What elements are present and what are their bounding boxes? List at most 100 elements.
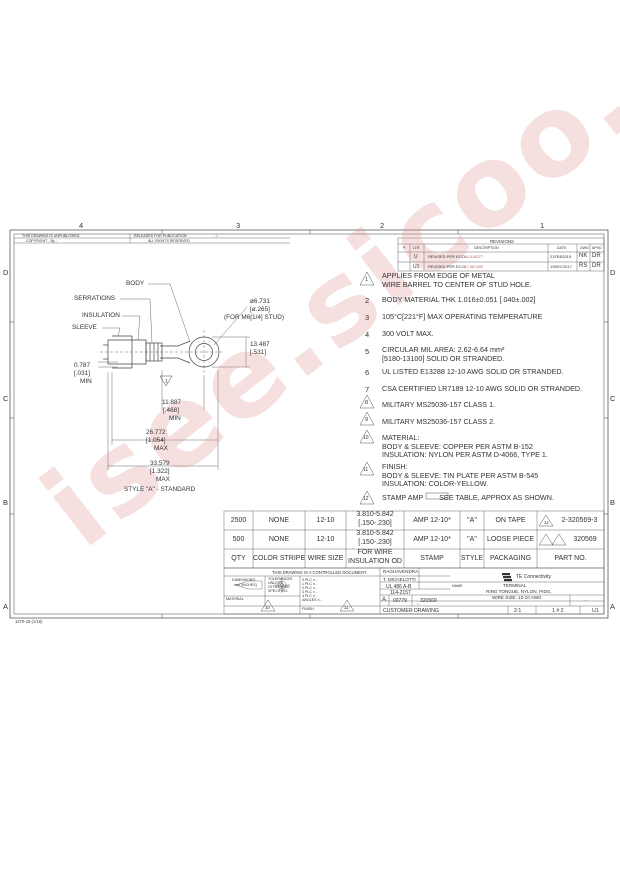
cage-code: 00779 bbox=[393, 598, 407, 604]
dimensions-label: DIMENSIONS: bbox=[232, 578, 256, 582]
sheet-number: 1 # 2 bbox=[552, 608, 564, 614]
zone-side-b: B bbox=[3, 498, 9, 507]
footer-code: 1470-15 (1/16) bbox=[15, 619, 43, 624]
flag-12-row1: 12 bbox=[544, 520, 549, 525]
label-sleeve: SLEEVE bbox=[72, 324, 97, 331]
weight: - bbox=[417, 602, 419, 608]
note-text: APPLIES FROM EDGE OF METAL WIRE BARREL T… bbox=[382, 271, 532, 289]
title-block-lines bbox=[223, 567, 605, 615]
cell-color: NONE bbox=[268, 517, 290, 524]
note-number: 6 bbox=[365, 368, 370, 377]
dim-26-772: 26.772 bbox=[146, 429, 166, 436]
label-insulation: INSULATION bbox=[82, 312, 120, 319]
rev-eco: 14-015277 bbox=[464, 254, 484, 259]
rev-desc: REVISED PER ECO- bbox=[428, 264, 467, 269]
tolerance-line: 2 PLC ± - bbox=[302, 586, 318, 590]
cell-qty: 500 bbox=[232, 536, 245, 543]
header-color: COLOR STRIPE bbox=[253, 555, 306, 562]
cell-packaging: ON TAPE bbox=[495, 517, 526, 524]
drawn-by: RAGHAVENDRA bbox=[383, 569, 419, 574]
note-text: STAMP AMP SEE TABLE, APPROX AS SHOWN. bbox=[382, 493, 554, 502]
dim-11-887-inch: [.468] bbox=[163, 407, 179, 414]
rev-col-dwn: DWN bbox=[580, 246, 589, 250]
note-text: 105°C[221°F] MAX OPERATING TEMPERATURE bbox=[382, 312, 543, 321]
rev-desc: REVISED PER ECO- bbox=[428, 254, 467, 259]
brand-name: TE Connectivity bbox=[516, 574, 552, 580]
dim-13-487: 13.487 bbox=[250, 341, 270, 348]
tolerance-line: 4 PLC ± - bbox=[302, 594, 318, 598]
note-number: 5 bbox=[365, 347, 370, 356]
cell-stamp: AMP 12-10* bbox=[413, 536, 451, 543]
name-label: NAME bbox=[452, 584, 463, 588]
units-label: mm [INCHES] bbox=[234, 583, 257, 587]
tolerance-line: 3 PLC ± - bbox=[302, 590, 318, 594]
cell-style: "A" bbox=[467, 517, 477, 524]
note-number: 7 bbox=[365, 385, 370, 394]
dim-26-772-inch: [1.054] bbox=[146, 437, 166, 444]
zone-side-b-right: B bbox=[610, 498, 616, 507]
note-number: 8 bbox=[365, 400, 369, 406]
rev-apvd: DR bbox=[592, 253, 601, 259]
dim-diameter-inch: [ø.265] bbox=[250, 306, 270, 313]
rev-eco: 17-007400 bbox=[464, 264, 484, 269]
rev-col-p: P bbox=[403, 246, 406, 250]
dim-0-787-min: MIN bbox=[80, 378, 92, 385]
rev-col-date: DATE bbox=[557, 246, 567, 250]
material-flag-number: 10 bbox=[265, 605, 270, 610]
dim-11-887-min: MIN bbox=[169, 415, 181, 422]
scale: 2:1 bbox=[514, 608, 522, 614]
cell-insulation: 3.810-5.842 [.150-.230] bbox=[356, 530, 394, 546]
note-text: MATERIAL: BODY & SLEEVE: COPPER PER ASTM… bbox=[382, 433, 548, 460]
zone-side-c: C bbox=[3, 394, 9, 403]
copyright-note: COPYRIGHT - By - bbox=[26, 239, 57, 243]
cell-color: NONE bbox=[268, 536, 290, 543]
label-body: BODY bbox=[126, 280, 145, 287]
header-stamp: STAMP bbox=[420, 555, 444, 562]
note-number: 2 bbox=[365, 296, 370, 305]
part-table-lines bbox=[223, 510, 605, 569]
product-spec: UL 486 A-B bbox=[386, 584, 412, 590]
dim-26-772-max: MAX bbox=[154, 445, 168, 452]
header-packaging: PACKAGING bbox=[489, 555, 532, 562]
flag-1-drawing: 1 bbox=[165, 379, 168, 385]
rev-date: 21FEB2015 bbox=[550, 254, 572, 259]
cell-packaging: LOOSE PIECE bbox=[486, 536, 535, 543]
rev-apvd: DR bbox=[592, 263, 601, 269]
drawing-size: A bbox=[382, 597, 387, 603]
dim-0-787-inch: [.031] bbox=[74, 370, 90, 377]
rev-ltr: U bbox=[414, 254, 418, 260]
finish-flag-number: 11 bbox=[344, 605, 349, 610]
revisions-title: REVISIONS bbox=[490, 239, 514, 244]
label-serrations: SERRATIONS bbox=[74, 295, 116, 302]
drawing-number: 320569 bbox=[420, 598, 437, 604]
rev-col-ltr: LTR bbox=[413, 246, 420, 250]
dim-13-487-inch: [.531] bbox=[250, 349, 266, 356]
dim-0-787: 0.787 bbox=[74, 362, 90, 369]
zone-top-1: 1 bbox=[540, 221, 545, 230]
rev-dwn: NK bbox=[579, 253, 588, 259]
dim-11-887: 11.887 bbox=[162, 399, 182, 406]
application-spec: 114-2157 bbox=[390, 590, 411, 596]
tolerance-line: 0 PLC ± - bbox=[302, 578, 318, 582]
release-date: - / - bbox=[214, 234, 220, 238]
note-number: 9 bbox=[365, 417, 369, 423]
finish-label: FINISH bbox=[302, 607, 314, 611]
note-text: BODY MATERIAL THK 1.016±0.051 [.040±.002… bbox=[382, 295, 536, 304]
released-note: RELEASED FOR PUBLICATION bbox=[134, 234, 187, 238]
note-text: UL LISTED E13288 12-10 AWG SOLID OR STRA… bbox=[382, 367, 564, 376]
note-number: 11 bbox=[363, 467, 369, 473]
header-part-no: PART NO. bbox=[554, 555, 587, 562]
title-name-3: WIRE SIZE: 12-10 AWG bbox=[492, 595, 542, 600]
unpublished-note: THIS DRAWING IS UNPUBLISHED. bbox=[22, 234, 81, 238]
zone-side-a-right: A bbox=[610, 602, 616, 611]
cell-stamp: AMP 12-10* bbox=[413, 517, 451, 524]
zone-top-2: 2 bbox=[380, 221, 385, 230]
zone-side-c-right: C bbox=[610, 394, 616, 403]
zone-side-d: D bbox=[3, 268, 9, 277]
cell-part-no: 2-320569-3 bbox=[561, 517, 598, 524]
tolerance-label: TOLERANCES UNLESS OTHERWISE SPECIFIED: bbox=[268, 577, 293, 593]
zone-side-a: A bbox=[3, 602, 9, 611]
header-style: STYLE bbox=[460, 555, 484, 562]
